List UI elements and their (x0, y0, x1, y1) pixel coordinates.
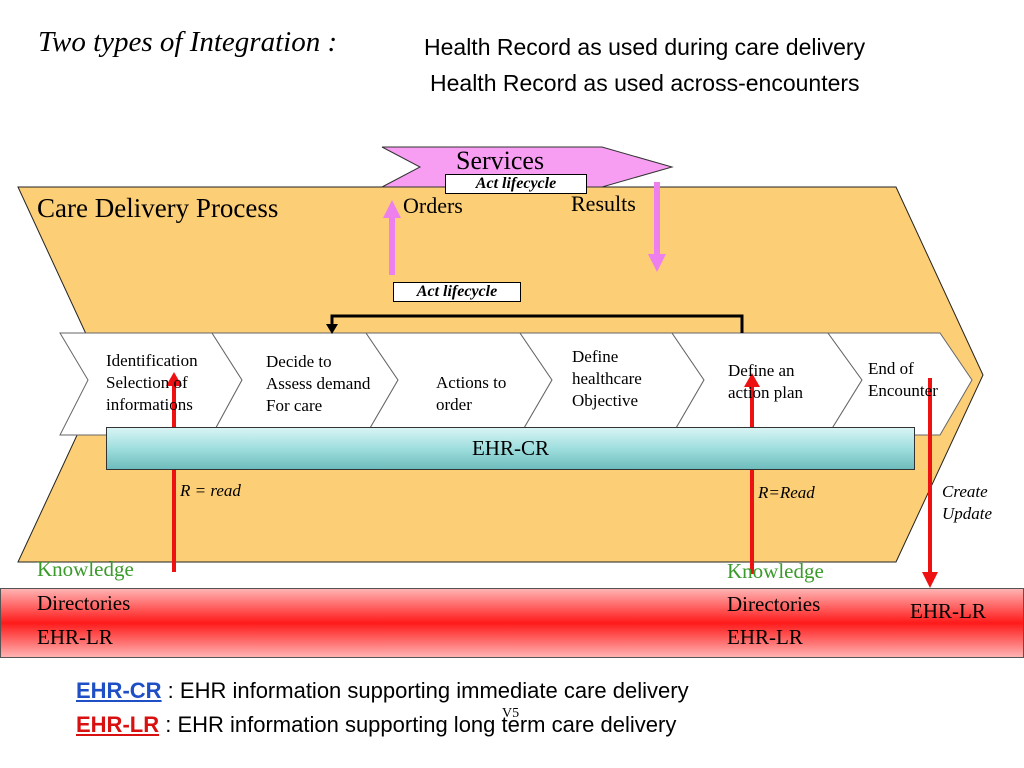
legend-ehr-cr-term: EHR-CR (76, 678, 162, 703)
results-arrowhead (648, 254, 666, 272)
legend-ehr-lr-term: EHR-LR (76, 712, 160, 737)
process-lifecycle-label: Act lifecycle (393, 282, 521, 302)
slide-subtitle-across-encounters: Health Record as used across-encounters (430, 70, 860, 96)
legend-ehr-lr: EHR-LR : EHR information supporting long… (76, 712, 676, 738)
step-5-label: Define an action plan (728, 361, 804, 403)
read-arrow-right-head (744, 373, 760, 387)
care-delivery-process-label: Care Delivery Process (37, 193, 279, 223)
read-label-left: R = read (180, 481, 241, 500)
lifecycle-loop-line (330, 314, 744, 333)
ehr-lr-left: EHR-LR (37, 625, 113, 649)
directories-left: Directories (37, 591, 131, 615)
legend-ehr-cr-text: : EHR information supporting immediate c… (161, 678, 689, 703)
step-2-label: Decide to Assess demand For care (266, 352, 371, 416)
legend-ehr-lr-text: : EHR information supporting long term c… (159, 712, 677, 737)
orders-arrowhead (383, 200, 401, 218)
step-6-label: End of Encounter (868, 359, 938, 401)
ehr-lr-far-right: EHR-LR (910, 599, 986, 623)
directories-right: Directories (727, 592, 821, 616)
step-4-label: Define healthcare Objective (572, 347, 642, 411)
ehr-lr-bar (0, 588, 1024, 658)
step-3-label: Actions to order (436, 373, 507, 415)
slide-subtitle-care-delivery: Health Record as used during care delive… (424, 34, 866, 60)
slide-title: Two types of Integration : (38, 26, 338, 58)
step-chevron-6 (827, 332, 973, 436)
step-1-label-selection: Selection of informations (106, 373, 193, 415)
step-1-label-identification: Identification (106, 351, 198, 370)
orders-label: Orders (403, 193, 463, 218)
create-update-arrow-head (922, 572, 938, 588)
legend-ehr-cr: EHR-CR : EHR information supporting imme… (76, 678, 689, 704)
step-chevrons (59, 332, 973, 436)
ehr-lr-right-label: EHR-LR (727, 625, 803, 649)
read-arrow-left-head (166, 372, 182, 386)
read-label-right: R=Read (758, 483, 815, 502)
knowledge-left: Knowledge (37, 557, 134, 581)
slide-number: V5 (502, 706, 520, 721)
ehr-cr-bar: EHR-CR (106, 427, 915, 470)
services-lifecycle-label: Act lifecycle (445, 174, 587, 194)
create-update-label: Create Update (942, 482, 993, 524)
ehr-cr-label: EHR-CR (471, 436, 549, 460)
results-label: Results (571, 191, 636, 216)
services-label: Services (456, 146, 545, 175)
lifecycle-loop-arrowhead (326, 324, 338, 334)
knowledge-right: Knowledge (727, 559, 824, 583)
